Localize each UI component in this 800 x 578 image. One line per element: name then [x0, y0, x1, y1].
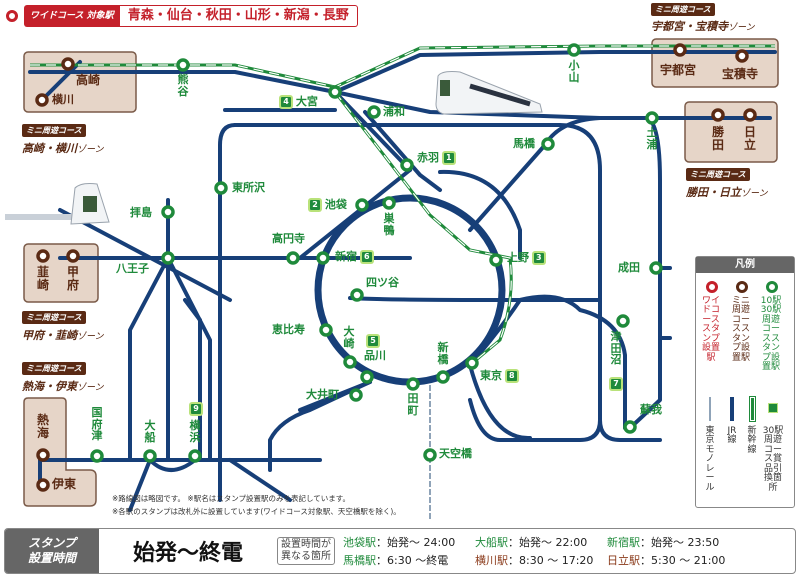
prize-badge-3: 3: [532, 252, 545, 264]
station-urawa: 浦和: [383, 105, 405, 118]
station-hachioji: 八王子: [116, 262, 149, 275]
train-image-left: [5, 178, 115, 230]
stamp-hours-main: 始発～終電: [132, 541, 243, 566]
station-mabashi: 馬橋: [513, 137, 535, 150]
stamp-hours-label: スタンプ 設置時間: [5, 529, 99, 573]
station-kozu: 国府津: [91, 406, 103, 443]
exception-yokokawa: 横川駅：8:30 ～ 17:20: [475, 554, 594, 567]
stamp-hours-exceptions: 池袋駅：始発～ 24:00 大船駅：始発～ 22:00 新宿駅：始発～ 23:5…: [343, 534, 747, 568]
legend-wide-ring-icon: [706, 281, 718, 293]
exception-ofuna: 大船駅：始発～ 22:00: [475, 536, 588, 549]
legend-shinkansen-label: 新幹線: [747, 426, 757, 455]
train-image-top: [430, 66, 545, 118]
station-nirasaki: 韮崎: [37, 265, 50, 292]
prize-badge-9: 9: [190, 403, 202, 415]
station-ebisu: 恵比寿: [272, 323, 305, 336]
station-higashi-tokorozawa: 東所沢: [232, 181, 265, 194]
station-tokyo: 東京 8: [480, 370, 518, 382]
legend-panel: 凡例 ワイドコーススタンプ設置駅 ミニ周遊コーススタンプ設置駅 10駅30駅周遊…: [695, 256, 795, 508]
station-hitachi: 日立: [744, 125, 757, 152]
station-shimbashi: 新橋: [437, 341, 449, 366]
mini-tag-takasaki: ミニ周遊コース: [22, 124, 86, 137]
legend-shinkansen-icon: [749, 396, 756, 422]
wide-course-banner: ワイドコース 対象駅 青森・仙台・秋田・山形・新潟・長野: [6, 4, 358, 28]
legend-mini-label: ミニ周遊コーススタンプ設置駅: [731, 296, 750, 363]
station-koenji: 高円寺: [272, 232, 305, 245]
zone-box-kofu: [23, 243, 99, 303]
station-takasaki: 高崎: [76, 73, 101, 87]
station-tsudanuma: 津田沼: [610, 330, 622, 367]
station-ikebukuro: 2 池袋: [309, 199, 347, 211]
legend-monorail-icon: [709, 397, 711, 421]
zone-box-katsuta: [684, 101, 778, 163]
station-kumagaya: 熊谷: [177, 73, 189, 98]
station-tenkubashi: 天空橋: [439, 447, 472, 460]
mini-tag-utsunomiya: ミニ周遊コース: [651, 3, 715, 16]
exception-ikebukuro: 池袋駅：始発～ 24:00: [343, 536, 456, 549]
station-ueno: 上野 3: [507, 252, 545, 264]
station-narita: 成田: [618, 261, 640, 274]
stamp-hours-exceptions-label: 設置時間が 異なる箇所: [277, 537, 335, 565]
zone-title-atami: 熱海・伊東ゾーン: [22, 380, 104, 393]
legend-wide-label: ワイドコーススタンプ設置駅: [701, 296, 720, 363]
station-ofuna: 大船: [144, 419, 156, 444]
prize-badge-5: 5: [367, 335, 379, 347]
yamanote-loop: [314, 194, 506, 386]
zone-title-kofu: 甲府・韮崎ゾーン: [22, 329, 104, 342]
zone-box-takasaki: [23, 51, 137, 113]
station-yokohama: 横浜: [189, 419, 201, 444]
legend-mini-ring-icon: [736, 281, 748, 293]
legend-ten30-label: 10駅30駅周遊コーススタンプ設置駅: [760, 296, 782, 373]
legend-prize-label: 30駅周遊コース賞品引換箇所: [762, 426, 784, 493]
station-akabane: 赤羽 1: [417, 152, 455, 164]
wide-course-cities: 青森・仙台・秋田・山形・新潟・長野: [119, 5, 358, 27]
mini-tag-atami: ミニ周遊コース: [22, 362, 86, 375]
wide-course-tag: ワイドコース 対象駅: [24, 5, 120, 27]
station-shinjuku: 新宿 6: [335, 251, 373, 263]
footnote-2: ※各駅のスタンプは改札外に設置しています(ワイドコース対象駅、天空橋駅を除く)。: [112, 507, 401, 516]
prize-badge-1: 1: [442, 152, 455, 164]
station-shinagawa: 品川: [364, 349, 386, 362]
prize-badge-2: 2: [309, 199, 321, 211]
footnotes: ※路線図は略図です。 ※駅名はスタンプ設置駅のみを表記しています。 ※各駅のスタ…: [112, 492, 401, 518]
mini-tag-kofu: ミニ周遊コース: [22, 311, 86, 324]
station-utsunomiya: 宇都宮: [660, 63, 697, 77]
stamp-hours-bar: スタンプ 設置時間 始発～終電 設置時間が 異なる箇所 池袋駅：始発～ 24:0…: [4, 528, 796, 574]
station-oimachi: 大井町: [306, 388, 339, 401]
station-katsuta: 勝田: [712, 125, 725, 152]
station-omiya: 4 大宮: [280, 96, 318, 108]
legend-jr-label: JR線: [727, 426, 737, 446]
exception-hitachi: 日立駅：5:30 ～ 21:00: [607, 554, 726, 567]
legend-title: 凡例: [696, 257, 794, 273]
station-soga: 蘇我: [640, 403, 662, 416]
zone-title-katsuta: 勝田・日立ゾーン: [686, 186, 768, 199]
station-hoshakuji: 宝積寺: [722, 67, 759, 81]
station-atami: 熱海: [37, 413, 50, 440]
footnote-1: ※路線図は略図です。 ※駅名はスタンプ設置駅のみを表記しています。: [112, 494, 351, 503]
station-yokokawa: 横川: [52, 93, 74, 106]
prize-badge-4: 4: [280, 96, 292, 108]
zone-title-takasaki: 高崎・横川ゾーン: [22, 142, 104, 155]
mini-tag-katsuta: ミニ周遊コース: [686, 168, 750, 181]
legend-jr-icon: [730, 397, 734, 421]
exception-mabashi: 馬橋駅：6:30 ～終電: [343, 554, 449, 567]
legend-monorail-label: 東京モノレール: [705, 426, 715, 493]
station-tamachi: 田町: [407, 392, 419, 417]
station-osaki: 大崎: [343, 325, 355, 350]
station-oyama: 小山: [568, 59, 580, 84]
prize-badge-6: 6: [360, 251, 373, 263]
legend-ten30-ring-icon: [766, 281, 778, 293]
station-yotsuya: 四ツ谷: [366, 276, 399, 289]
station-tsuchiura: 土浦: [646, 126, 658, 151]
station-ito: 伊東: [52, 477, 77, 491]
station-haijima: 拝島: [130, 206, 152, 219]
station-sugamo: 巣鴨: [383, 212, 395, 237]
legend-prize-icon: [768, 403, 778, 413]
station-kofu: 甲府: [67, 265, 80, 292]
zone-title-utsunomiya: 宇都宮・宝積寺ゾーン: [651, 20, 755, 33]
exception-shinjuku: 新宿駅：始発～ 23:50: [607, 536, 720, 549]
prize-badge-8: 8: [505, 370, 518, 382]
prize-badge-7: 7: [610, 378, 622, 390]
wide-course-ring-icon: [6, 10, 18, 22]
